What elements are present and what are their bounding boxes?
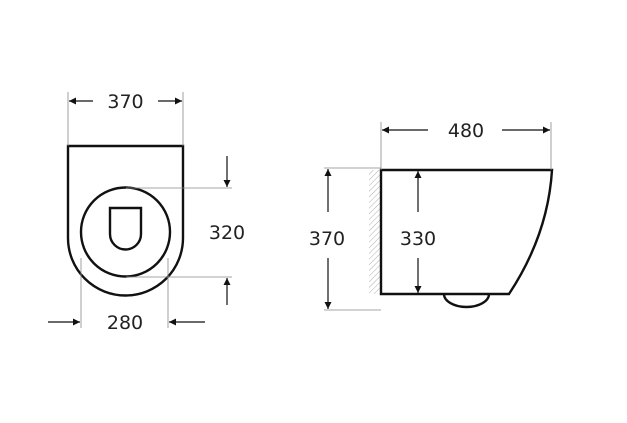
- outlet-bump: [442, 293, 491, 309]
- seat-width-label: 280: [107, 312, 143, 334]
- bowl-opening: [108, 206, 143, 251]
- wall-hatch: [369, 170, 381, 294]
- front-view: 370 320 280: [48, 91, 245, 334]
- side-length-label: 480: [448, 120, 484, 142]
- side-view: 480 370 330: [309, 120, 554, 311]
- side-total-height-label: 370: [309, 228, 345, 250]
- front-width-label: 370: [107, 91, 143, 113]
- side-body-height-label: 330: [400, 228, 436, 250]
- bowl-outline: [66, 144, 185, 297]
- front-depth-label: 320: [209, 222, 245, 244]
- body-outline: [379, 168, 554, 296]
- seat-ring: [79, 186, 172, 278]
